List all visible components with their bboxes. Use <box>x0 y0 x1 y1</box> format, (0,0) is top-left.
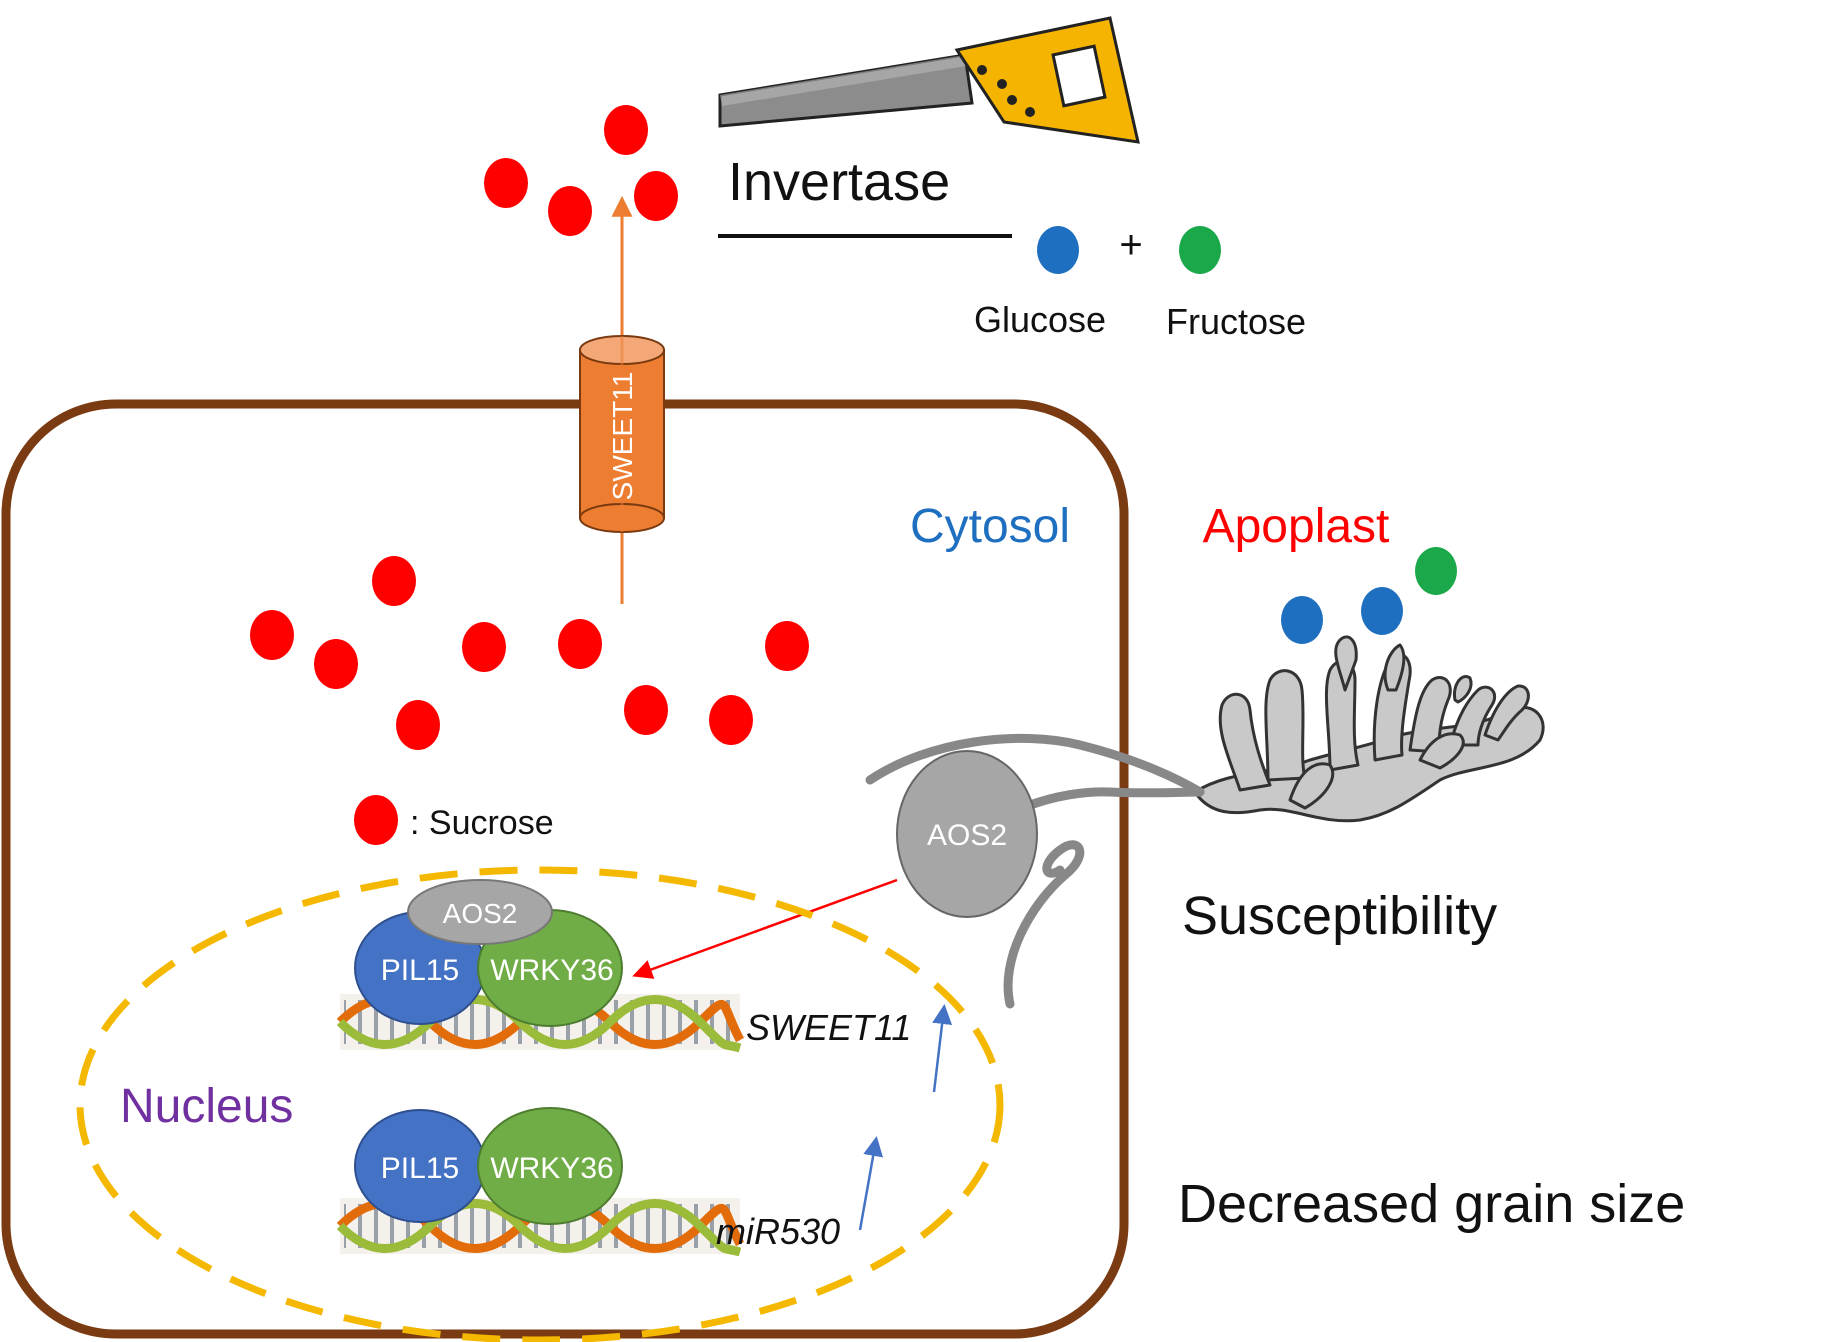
decreased-grain-size-label: Decreased grain size <box>1178 1174 1685 1234</box>
cytosol-sucrose-group <box>250 556 809 750</box>
invertase-label: Invertase <box>728 152 950 212</box>
nuclear-import-arrow <box>632 878 898 979</box>
sucrose-molecule <box>624 685 668 735</box>
wrky36-protein <box>477 1107 623 1225</box>
aos2-nucleus <box>407 879 553 945</box>
sucrose-molecule <box>314 639 358 689</box>
sucrose-molecule <box>372 556 416 606</box>
mir530-gene-label: miR530 <box>716 1211 840 1252</box>
apoplast-fructose-molecule <box>1415 547 1457 595</box>
sucrose-molecule <box>396 700 440 750</box>
sweet11-transporter: SWEET11 <box>579 335 665 533</box>
nucleus-label: Nucleus <box>120 1080 293 1133</box>
plus-sign: + <box>1119 223 1142 267</box>
sucrose-molecule <box>634 171 678 221</box>
aos2-cytosol <box>896 750 1038 918</box>
sucrose-molecule <box>250 610 294 660</box>
sweet11-transporter-label: SWEET11 <box>607 372 638 501</box>
pil15-label: PIL15 <box>381 954 459 987</box>
nucleus-boundary <box>76 866 1004 1342</box>
susceptibility-label: Susceptibility <box>1182 886 1497 946</box>
apoplast-sucrose-group <box>484 105 678 236</box>
glucose-label: Glucose <box>974 299 1106 340</box>
sucrose-molecule <box>484 158 528 208</box>
cell-wall <box>1 399 1129 1339</box>
pil15-label: PIL15 <box>381 1152 459 1185</box>
sucrose-molecule <box>462 622 506 672</box>
sucrose-key-dot <box>354 795 398 845</box>
apoplast-label: Apoplast <box>1203 500 1390 553</box>
sucrose-molecule <box>548 186 592 236</box>
wrky36-label: WRKY36 <box>490 1152 613 1185</box>
sucrose-molecule <box>604 105 648 155</box>
fungal-hyphae-icon <box>1193 635 1545 823</box>
sweet11-upregulation-arrow <box>932 1004 953 1093</box>
fructose-molecule <box>1179 226 1221 274</box>
sucrose-molecule <box>765 621 809 671</box>
saw-icon <box>718 16 1140 144</box>
cytosol-label: Cytosol <box>910 500 1070 553</box>
sucrose-molecule <box>709 695 753 745</box>
aos2-cytosol-label: AOS2 <box>927 819 1007 852</box>
sweet11-gene-label: SWEET11 <box>746 1007 911 1048</box>
glucose-molecule <box>1037 226 1079 274</box>
mir530-upregulation-arrow <box>858 1136 884 1231</box>
aos2-nucleus-label: AOS2 <box>443 898 518 929</box>
fructose-label: Fructose <box>1166 301 1306 342</box>
apoplast-glucose-molecule <box>1361 587 1403 635</box>
wrky36-label: WRKY36 <box>490 954 613 987</box>
sucrose-molecule <box>558 619 602 669</box>
apoplast-glucose-molecule <box>1281 596 1323 644</box>
sucrose-key-label: : Sucrose <box>410 804 554 842</box>
